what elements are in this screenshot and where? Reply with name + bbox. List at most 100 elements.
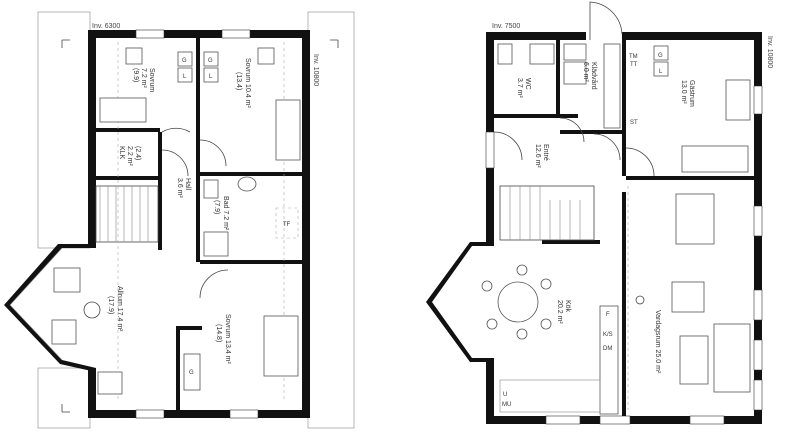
wall-sovrum-a-bottom: [96, 128, 160, 132]
g-fixture-f: F: [606, 312, 610, 318]
g-wall-kok-right: [622, 192, 626, 416]
upper-inv-width: Inv. 6300: [92, 23, 120, 30]
tf-box: [275, 207, 299, 239]
room-bad-name: Bad 7.2 m²: [222, 196, 229, 231]
ground-inv-length: Inv. 10800: [766, 36, 773, 68]
g-entrance-door: [589, 1, 623, 40]
armchair-2: [51, 319, 77, 345]
g-wall-gastrum-bottom: [626, 176, 754, 180]
g-wc-toilet: [497, 43, 513, 65]
g-wall-top-right: [622, 32, 762, 40]
wall-bad-top: [200, 172, 302, 176]
upper-inv-length: Inv. 10800: [312, 54, 319, 86]
room-bad-sub: (7.9): [213, 200, 220, 214]
wall-top: [88, 30, 310, 38]
g-fixture-ks: K/S: [603, 332, 613, 338]
room-hall-area: 3.6 m²: [176, 178, 183, 199]
g-gastrum-desk: [725, 79, 751, 121]
room-sovrum-c-name: Sovrum 13.4 m²: [224, 314, 231, 364]
room-sovrum-a-area: 7.2 m²: [140, 68, 147, 89]
door-arc-1: [161, 127, 191, 133]
g-klk-washer: [563, 43, 587, 61]
door-arc-4: [199, 269, 229, 299]
g-klk-sink: [563, 61, 587, 85]
g-room-entre-area: 12.6 m²: [534, 144, 541, 168]
roof-eave-bottom-left: [37, 367, 91, 429]
wall-left-upper: [88, 30, 96, 248]
room-allrum-sub: (17.9): [107, 296, 114, 314]
g-door-arc-2: [593, 133, 621, 161]
desk-chair-a: [125, 47, 143, 65]
room-klk-sub: (2.4): [134, 146, 141, 160]
wardrobe-g3: [183, 353, 201, 391]
g-wall-klk-bottom: [560, 130, 622, 134]
sink-bad: [237, 176, 257, 192]
bed-sovrum-a: [99, 97, 147, 123]
g-wall-wc-bottom: [494, 114, 578, 118]
bay-window-line: [9, 247, 63, 361]
roof-eave-top-left: [37, 11, 91, 249]
g-kitchen-bottom-counter: [499, 379, 601, 413]
g-stove-icon: [635, 295, 645, 305]
fixture-g1: G: [182, 58, 187, 64]
ground-inv-width: Inv. 7500: [492, 23, 520, 30]
g-fixture-st: ST: [630, 120, 638, 126]
g-door-arc-4: [493, 131, 523, 161]
g-wall-top-left: [486, 32, 586, 40]
wardrobe-l1: [177, 67, 193, 83]
g-room-vardagsrum-name: Vardagsrum 25.0 m²: [654, 310, 661, 374]
g-room-gastrum-name: Gästrum: [688, 80, 695, 107]
wall-closet: [176, 326, 202, 330]
g-gastrum-bed: [681, 145, 749, 173]
upper-floor-plan: Inv. 6300 Inv. 10800 Sovrum 7.2 m² (9.9)…: [4, 11, 355, 429]
g-wc-sink: [529, 43, 555, 65]
g-fixture-mu: MU: [502, 402, 511, 408]
g-gastrum-l: [653, 61, 669, 77]
g-fixture-l: L: [659, 69, 663, 75]
wall-right: [302, 30, 310, 418]
g-wall-klk-right: [622, 40, 626, 176]
g-door-arc-1: [559, 117, 585, 143]
round-table: [83, 301, 101, 319]
g-room-kok-area: 20.2 m²: [556, 300, 563, 324]
armchair-3: [97, 371, 123, 395]
door-arc-3: [161, 149, 189, 177]
toilet-bad: [203, 179, 219, 199]
room-klk-name: KLK: [118, 146, 125, 160]
g-fixture-u: U: [503, 392, 507, 398]
wall-left-lower: [88, 368, 96, 418]
corner-marks: [61, 39, 339, 413]
room-klk-area: 2.2 m²: [126, 146, 133, 167]
shower-bad: [203, 231, 229, 257]
g-armchair: [671, 281, 705, 313]
room-sovrum-b-name: Sovrum 10.4 m²: [244, 58, 251, 108]
fixture-tf: TF: [283, 222, 291, 228]
wall-klk-right: [158, 132, 162, 250]
g-room-klk-name: Klädvård: [590, 62, 598, 90]
room-sovrum-a-name: Sovrum: [148, 68, 155, 92]
sloped-ceiling-lines: [117, 42, 285, 402]
g-door-arc-3: [625, 147, 655, 177]
g-coffee-table: [679, 335, 709, 385]
g-wall-left-lower: [486, 360, 494, 424]
room-sovrum-a-sub: (9.9): [132, 68, 139, 82]
door-arc-2: [199, 139, 227, 167]
g-room-wc-name: WC: [524, 78, 531, 90]
g-wall-stair: [542, 240, 600, 244]
wall-interior-v1: [196, 38, 200, 262]
g-fixture-tt: TT: [630, 62, 638, 68]
g-bay-wall: [426, 242, 494, 362]
wardrobe-l2: [203, 67, 219, 83]
g-fixture-tm: TM: [629, 54, 638, 60]
wardrobe-g2: [203, 51, 219, 67]
g-kitchen-counter: [599, 305, 619, 415]
ground-floor-plan: Inv. 7500 Inv. 10800 WC 3.7 m² Klädvård …: [426, 1, 773, 425]
room-sovrum-b-sub: (13.4): [235, 72, 242, 90]
g-wall-wc-right: [556, 40, 560, 114]
g-fixture-g: G: [658, 53, 663, 59]
wall-klk-bottom: [96, 176, 158, 180]
double-bed: [263, 315, 299, 377]
fixture-g2: G: [208, 58, 213, 64]
g-round-dining-table: [497, 281, 539, 323]
g-room-wc-area: 3.7 m²: [516, 78, 523, 99]
